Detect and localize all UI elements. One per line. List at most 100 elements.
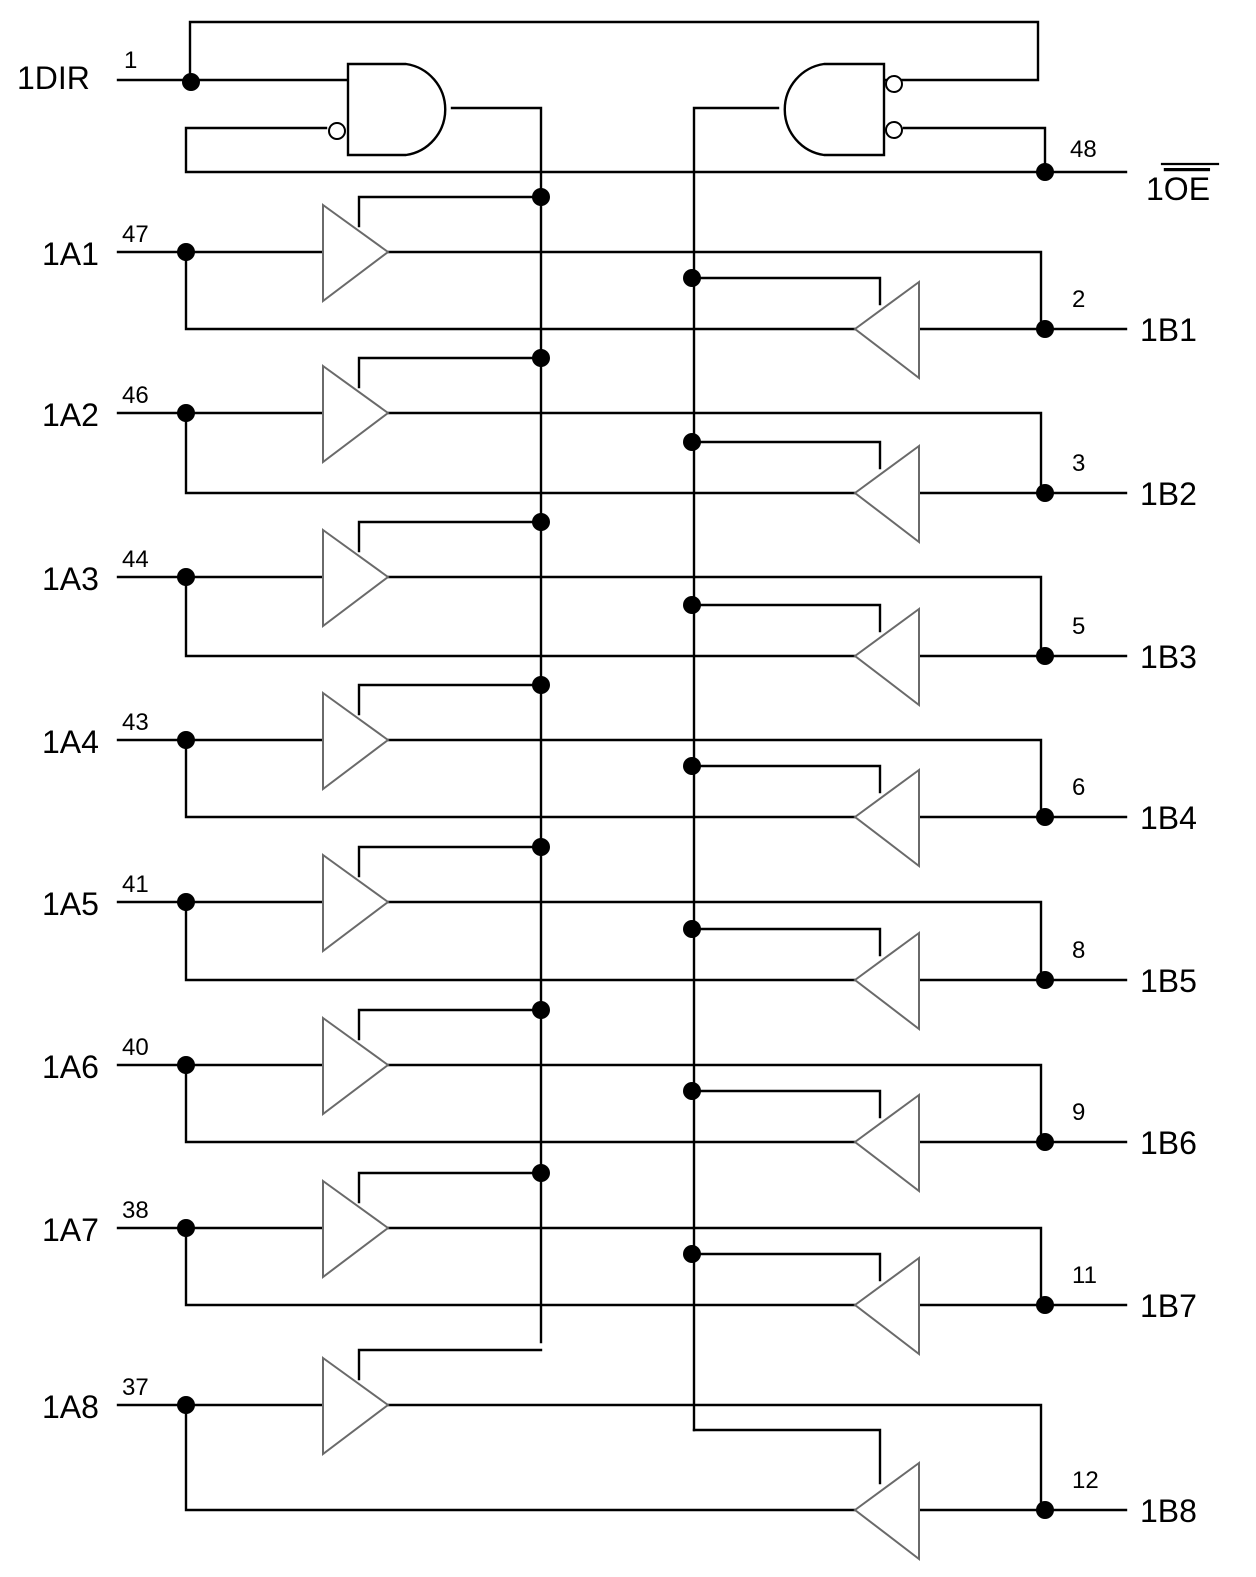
channel-2: 1A2 46 3 1B2 <box>42 349 1197 545</box>
channel-wire <box>116 1008 1128 1144</box>
b-pin-number: 6 <box>1072 774 1085 801</box>
b-enable-and-gate <box>783 62 886 157</box>
b-to-a-buffer <box>853 280 920 381</box>
b-pin-number: 3 <box>1072 450 1085 477</box>
a-to-b-buffer <box>322 1356 390 1457</box>
a-pin-number: 41 <box>122 871 149 898</box>
b-to-a-buffer <box>853 607 920 708</box>
a-junction-dot <box>177 1056 195 1074</box>
a-pin-number: 37 <box>122 1374 149 1401</box>
a-pin-number: 38 <box>122 1197 149 1224</box>
b-junction-dot <box>1036 971 1054 989</box>
oe-label-overbar: OE <box>1164 171 1210 207</box>
b-port-label: 1B6 <box>1140 1125 1197 1161</box>
control-logic: 1DIR 1 48 1OE <box>17 20 1220 1432</box>
b-port-label: 1B5 <box>1140 963 1197 999</box>
channel-1: 1A1 47 2 1B1 <box>42 188 1197 381</box>
a-junction-dot <box>177 731 195 749</box>
a-port-label: 1A1 <box>42 236 99 272</box>
a-to-b-buffer <box>322 528 390 629</box>
a-enable-and-gate <box>346 62 447 157</box>
b-junction-dot <box>1036 1133 1054 1151</box>
a-port-label: 1A5 <box>42 886 99 922</box>
b-enable-junction-dot <box>683 433 701 451</box>
b-enable-inverted-input-oe <box>885 121 903 139</box>
b-enable-junction-dot <box>683 1082 701 1100</box>
dir-pin-number: 1 <box>124 47 137 74</box>
dir-junction-dot <box>182 73 200 91</box>
oe-pin-number: 48 <box>1070 136 1097 163</box>
a-to-b-buffer <box>322 1016 390 1117</box>
a-junction-dot <box>177 1396 195 1414</box>
a-pin-number: 43 <box>122 709 149 736</box>
b-junction-dot <box>1036 647 1054 665</box>
a-to-b-enable-bus <box>450 106 543 1344</box>
channel-wire <box>116 195 1128 331</box>
oe-wire <box>184 126 1128 174</box>
b-pin-number: 11 <box>1072 1262 1097 1289</box>
b-pin-number: 5 <box>1072 613 1085 640</box>
oe-label-prefix: 1 <box>1146 171 1164 207</box>
a-port-label: 1A8 <box>42 1389 99 1425</box>
b-port-label: 1B7 <box>1140 1288 1197 1324</box>
b-junction-dot <box>1036 484 1054 502</box>
channel-wire <box>116 356 1128 495</box>
oe-junction-dot <box>1036 163 1054 181</box>
a-junction-dot <box>177 1219 195 1237</box>
channel-5: 1A5 41 8 1B5 <box>42 838 1197 1032</box>
a-port-label: 1A2 <box>42 397 99 433</box>
b-pin-number: 12 <box>1072 1467 1099 1494</box>
a-port-label: 1A6 <box>42 1049 99 1085</box>
a-to-b-buffer <box>322 203 390 304</box>
a-to-b-buffer <box>322 364 390 465</box>
b-enable-inverted-input-dir <box>885 75 903 93</box>
a-enable-junction-dot <box>532 513 550 531</box>
a-enable-junction-dot <box>532 188 550 206</box>
b-pin-number: 8 <box>1072 937 1085 964</box>
a-port-label: 1A3 <box>42 561 99 597</box>
b-enable-junction-dot <box>683 269 701 287</box>
b-to-a-buffer <box>853 931 920 1032</box>
b-port-label: 1B3 <box>1140 639 1197 675</box>
a-to-b-buffer <box>322 691 390 792</box>
b-junction-dot <box>1036 1501 1054 1519</box>
b-to-a-buffer <box>853 1461 920 1562</box>
b-enable-junction-dot <box>683 596 701 614</box>
a-junction-dot <box>177 404 195 422</box>
b-pin-number: 9 <box>1072 1099 1085 1126</box>
a-junction-dot <box>177 893 195 911</box>
a-to-b-buffer <box>322 853 390 954</box>
channel-6: 1A6 40 9 1B6 <box>42 1001 1197 1194</box>
a-enable-junction-dot <box>532 349 550 367</box>
b-port-label: 1B2 <box>1140 476 1197 512</box>
a-port-label: 1A4 <box>42 724 99 760</box>
b-to-a-buffer <box>853 1093 920 1194</box>
dir-label: 1DIR <box>17 60 90 96</box>
b-to-a-enable-bus <box>692 106 780 1432</box>
b-junction-dot <box>1036 1296 1054 1314</box>
a-junction-dot <box>177 568 195 586</box>
b-enable-junction-dot <box>683 920 701 938</box>
channel-wire <box>116 1171 1128 1307</box>
b-junction-dot <box>1036 808 1054 826</box>
a-pin-number: 47 <box>122 221 149 248</box>
channel-wire <box>116 520 1128 658</box>
transceiver-channels: 1A14721B11A24631B21A34451B31A44361B41A54… <box>42 188 1197 1562</box>
channel-wire <box>116 683 1128 819</box>
a-junction-dot <box>177 243 195 261</box>
channel-wire <box>116 845 1128 982</box>
a-enable-junction-dot <box>532 1001 550 1019</box>
a-enable-junction-dot <box>532 676 550 694</box>
a-pin-number: 46 <box>122 382 149 409</box>
b-to-a-buffer <box>853 444 920 545</box>
b-pin-number: 2 <box>1072 286 1085 313</box>
dir-wire <box>116 20 1040 82</box>
b-port-label: 1B1 <box>1140 312 1197 348</box>
b-to-a-buffer <box>853 1256 920 1357</box>
a-pin-number: 40 <box>122 1034 149 1061</box>
